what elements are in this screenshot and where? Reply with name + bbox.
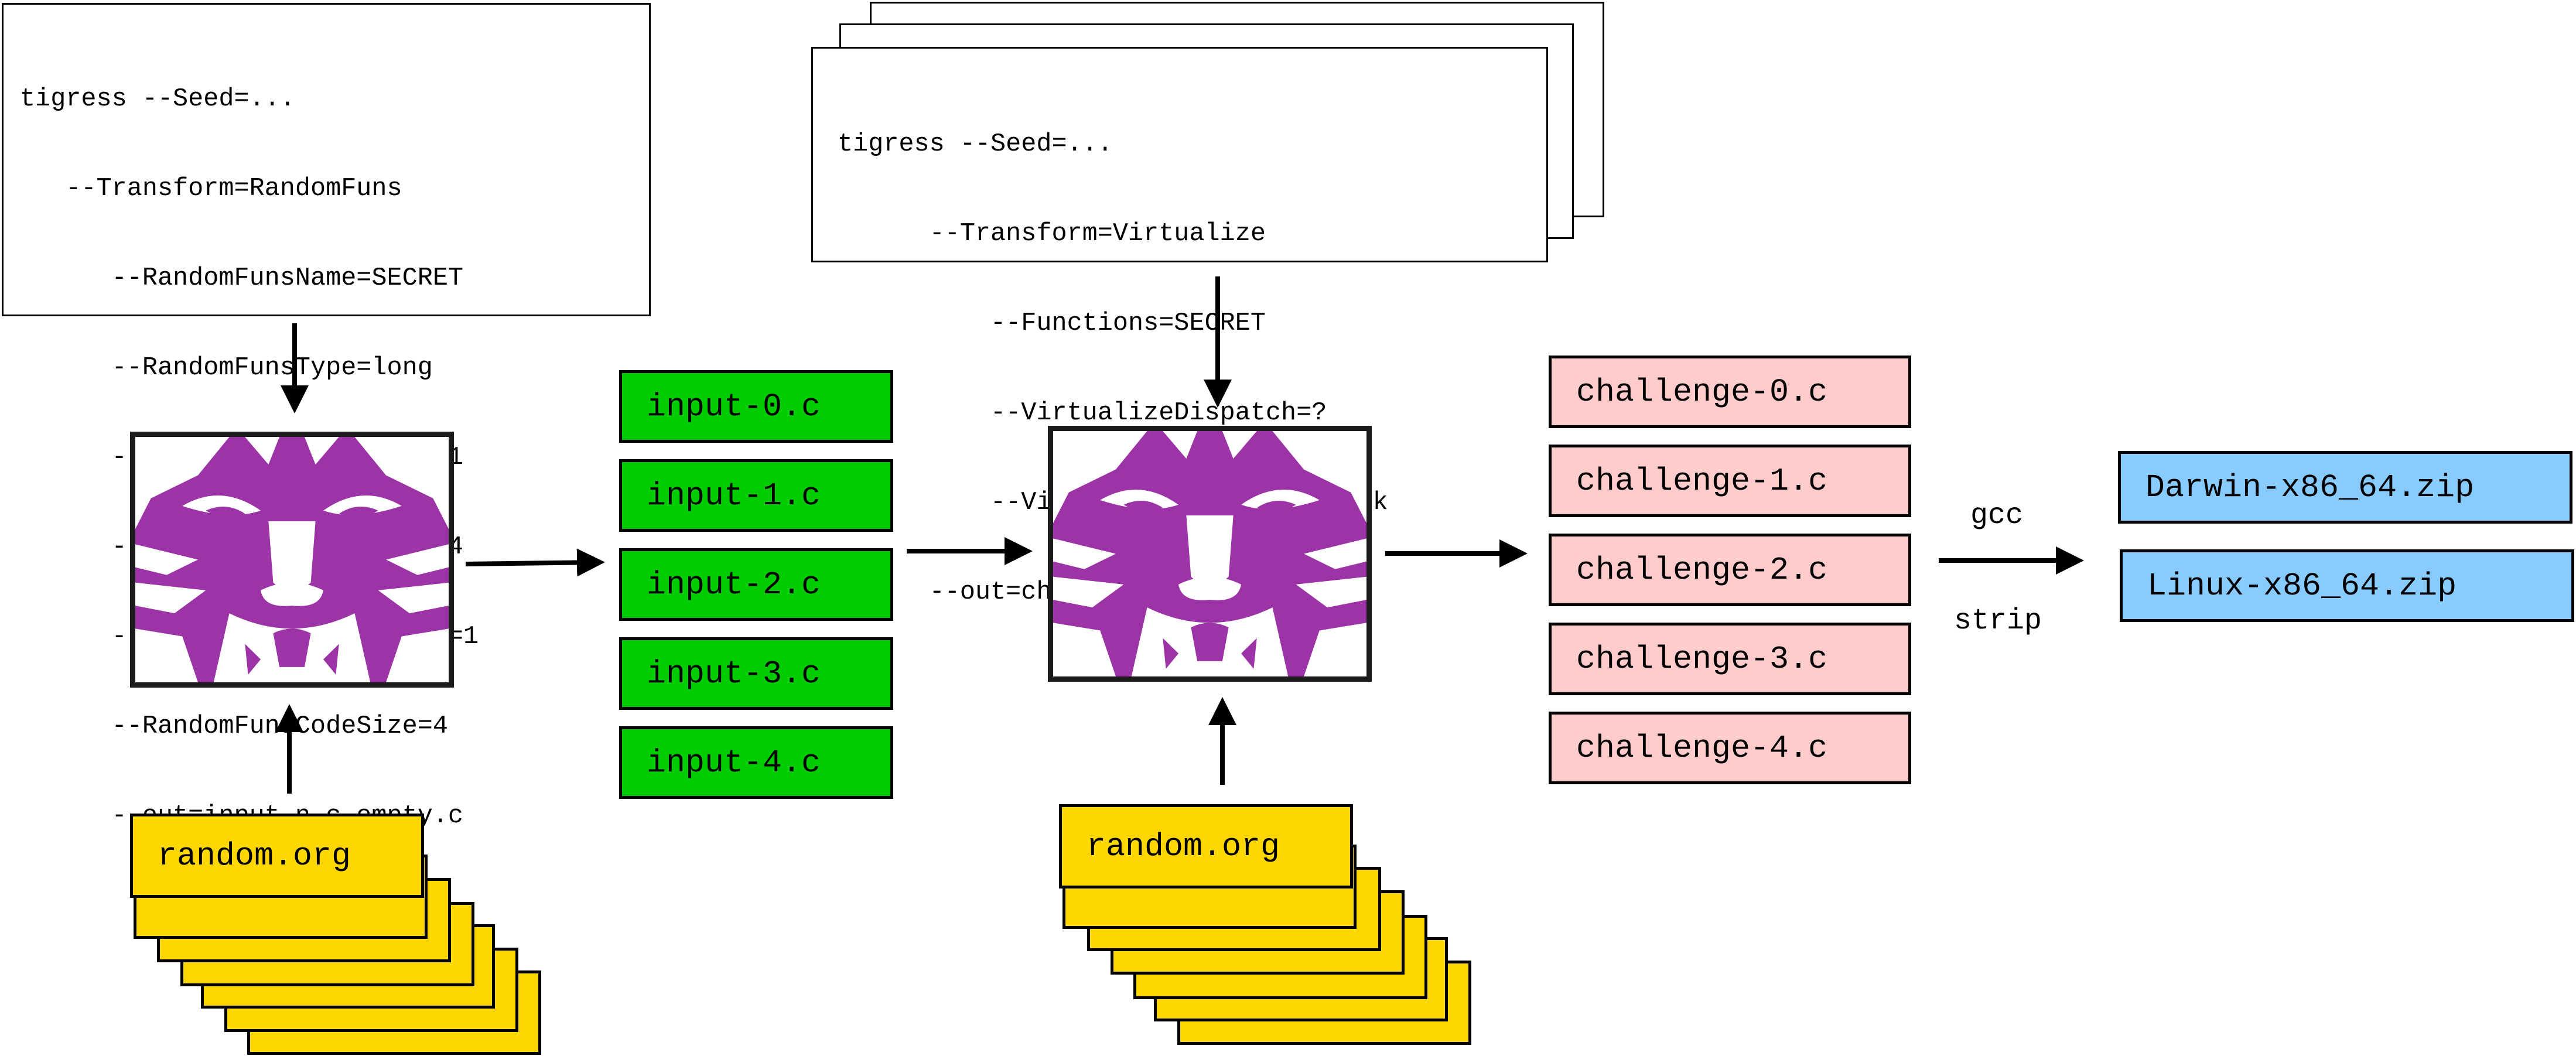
input-file-label: input-3.c [647,655,821,692]
arrow-tiger1-to-inputs [465,548,605,577]
command-line: tigress --Seed=... [20,85,295,114]
random-source-label: random.org [1087,828,1280,865]
input-file: input-4.c [619,726,893,799]
archive-file: Linux-x86_64.zip [2120,549,2574,622]
input-file: input-0.c [619,370,893,443]
challenge-file: challenge-4.c [1549,712,1911,784]
input-file-label: input-2.c [647,566,821,603]
input-file-label: input-4.c [647,744,821,781]
challenge-file: challenge-3.c [1549,623,1911,695]
tigress-tiger-logo-icon [130,432,454,688]
command-line: --VirtualizeDispatch=? [838,399,1327,428]
input-file: input-2.c [619,548,893,621]
challenge-file: challenge-0.c [1549,356,1911,428]
command-line: --RandomFunsName=SECRET [20,264,464,293]
challenge-file-label: challenge-2.c [1576,551,1828,589]
command-line: --RandomFunsType=long [20,354,433,382]
command-line: --Transform=RandomFuns [20,175,402,203]
input-file: input-3.c [619,637,893,710]
strip-label: strip [1954,604,2042,638]
challenge-file-label: challenge-1.c [1576,462,1828,500]
challenge-file-label: challenge-0.c [1576,373,1828,411]
archive-file-label: Linux-x86_64.zip [2147,567,2457,604]
challenge-file: challenge-1.c [1549,445,1911,517]
challenge-file-label: challenge-4.c [1576,729,1828,767]
gcc-label: gcc [1970,499,2024,532]
input-file-label: input-1.c [647,477,821,514]
challenge-file: challenge-2.c [1549,534,1911,606]
command-line: --Transform=Virtualize [838,220,1266,248]
random-source-front: random.org [1059,804,1353,888]
input-file-label: input-0.c [647,388,821,425]
random-source-front: random.org [130,814,424,898]
command-line: tigress --Seed=... [838,130,1113,159]
archive-file-label: Darwin-x86_64.zip [2145,469,2475,506]
input-file: input-1.c [619,459,893,532]
tigress-tiger-logo-icon [1048,426,1372,682]
challenge-file-label: challenge-3.c [1576,640,1828,678]
random-source-label: random.org [158,837,351,874]
archive-file: Darwin-x86_64.zip [2118,451,2572,524]
